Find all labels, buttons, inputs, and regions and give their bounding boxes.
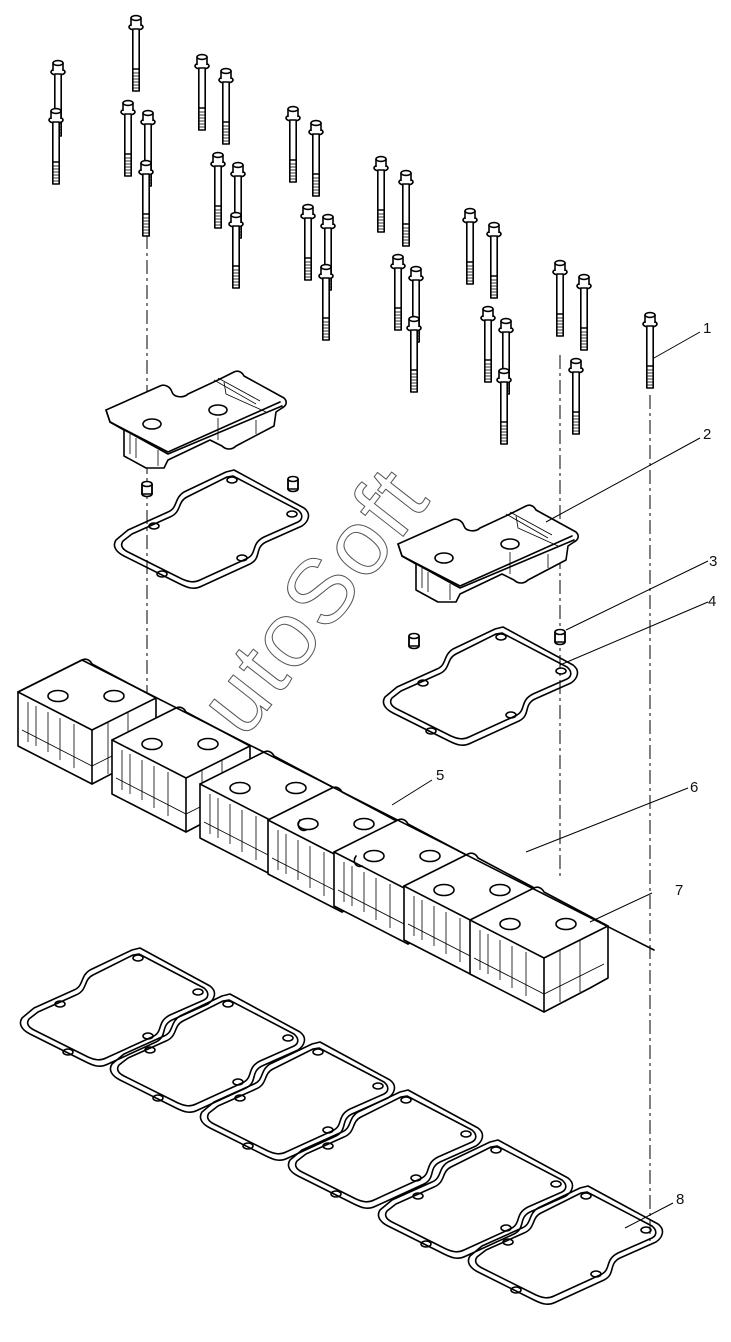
bolt-icon: [642, 311, 658, 389]
base-gasket-group: [19, 947, 664, 1305]
bolt-icon: [496, 367, 512, 445]
bolt-icon: [128, 14, 144, 92]
callout-6: 6: [690, 779, 698, 796]
callout-7: 7: [675, 882, 683, 899]
bolt-icon: [552, 259, 568, 337]
bolt-icon: [373, 155, 389, 233]
callout-5: 5: [436, 767, 444, 784]
callouts: 1 2 3 4 5 6 7 8: [436, 320, 717, 1208]
bolt-icon: [486, 221, 502, 299]
valve-cover-base-assembly: [17, 658, 655, 1013]
center-lines: [146, 235, 651, 1245]
bolt-group: [48, 14, 658, 445]
bolt-icon: [480, 305, 496, 383]
bolt-icon: [390, 253, 406, 331]
bolt-icon: [406, 315, 422, 393]
bolt-icon: [218, 67, 234, 145]
callout-4: 4: [708, 593, 716, 610]
bolt-icon: [568, 357, 584, 435]
bolt-icon: [462, 207, 478, 285]
leader-lines: [391, 331, 709, 1229]
bolt-icon: [120, 99, 136, 177]
bolt-icon: [228, 211, 244, 289]
grommet-icon: [408, 632, 420, 650]
bolt-icon: [138, 159, 154, 237]
bolt-icon: [300, 203, 316, 281]
bolt-icon: [398, 169, 414, 247]
grommet-left: [141, 475, 299, 498]
bolt-icon: [285, 105, 301, 183]
callout-2: 2: [703, 426, 711, 443]
bolt-icon: [576, 273, 592, 351]
callout-8: 8: [676, 1191, 684, 1208]
valve-cover-left: [105, 370, 287, 469]
grommet-icon: [287, 475, 299, 493]
bolt-icon: [318, 263, 334, 341]
bolt-icon: [308, 119, 324, 197]
callout-3: 3: [709, 553, 717, 570]
grommet-icon: [554, 628, 566, 646]
bolt-icon: [48, 107, 64, 185]
callout-1: 1: [703, 320, 711, 337]
bolt-icon: [210, 151, 226, 229]
bolt-icon: [194, 53, 210, 131]
grommet-icon: [141, 480, 153, 498]
